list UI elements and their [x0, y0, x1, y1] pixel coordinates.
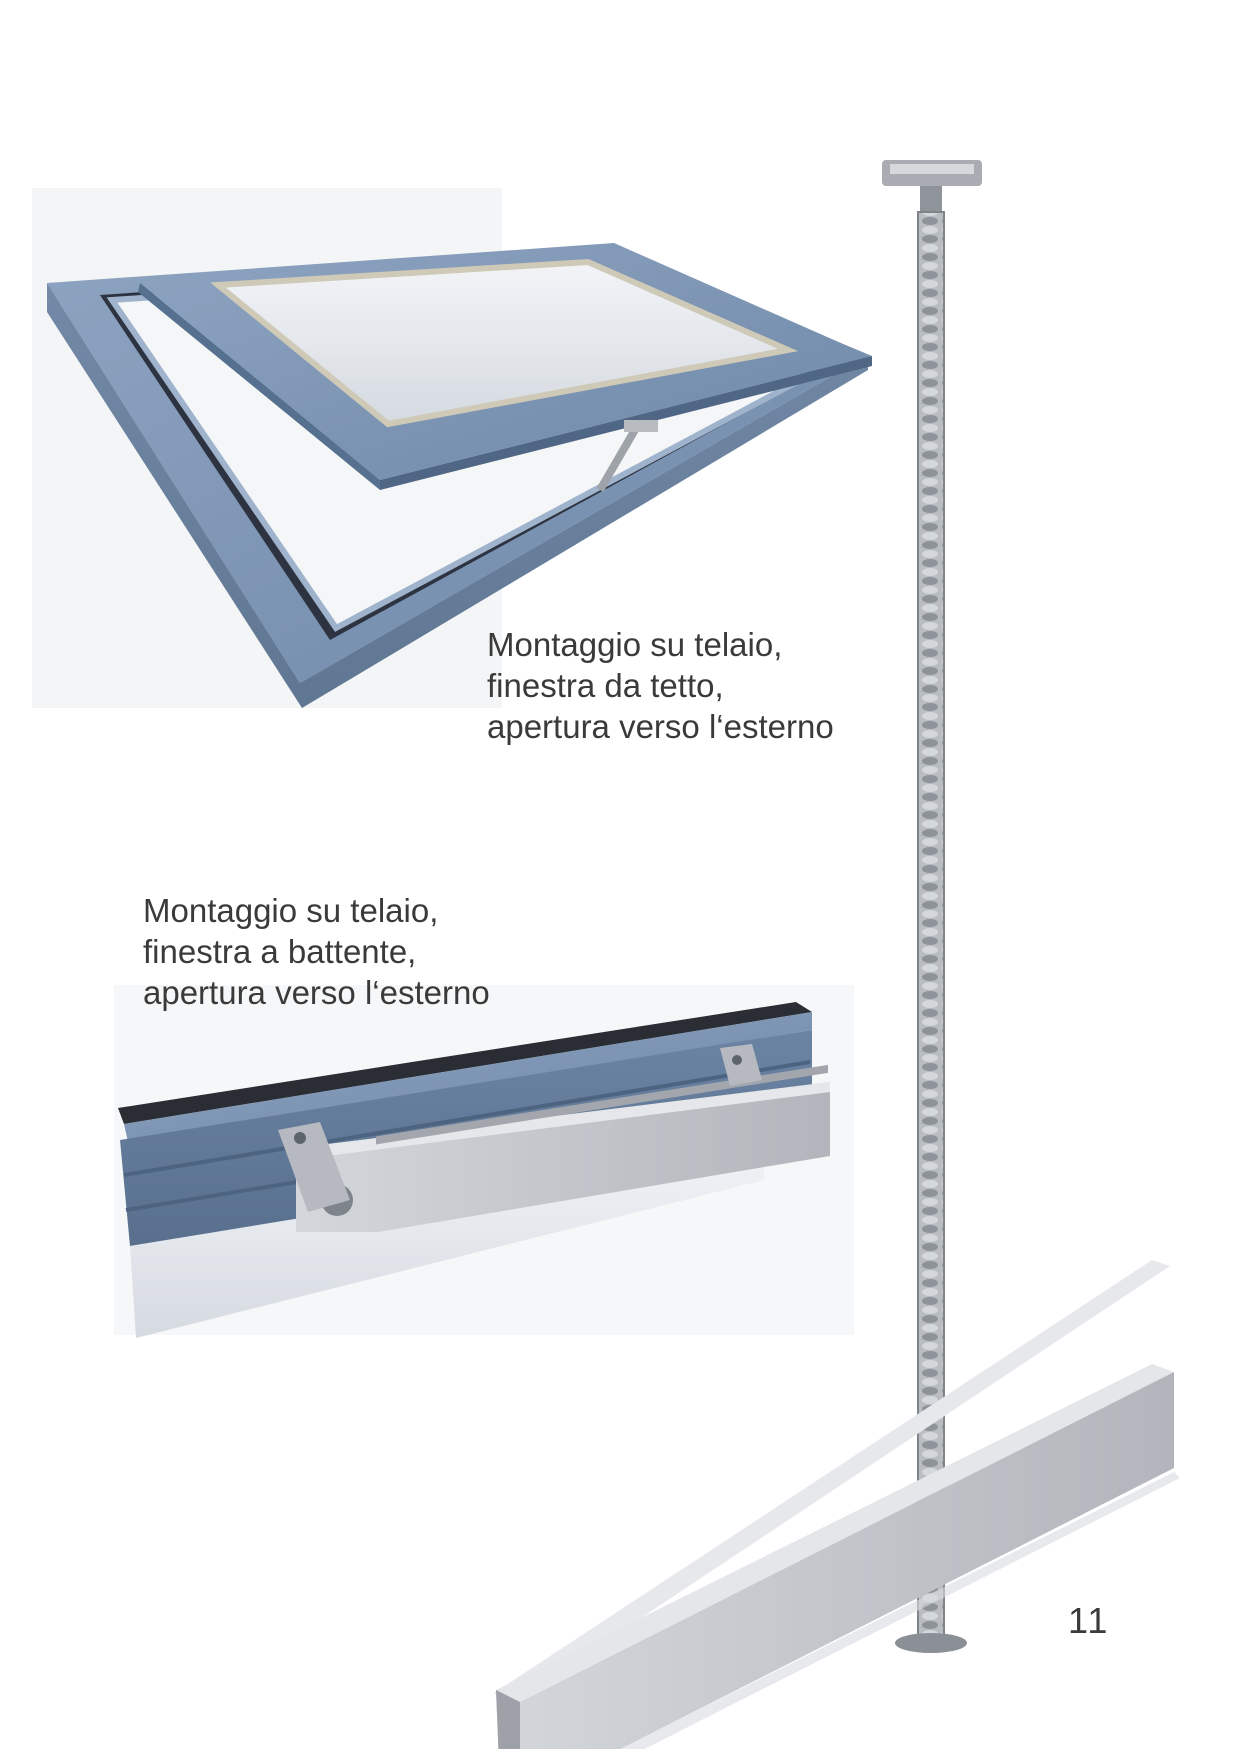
casement-window-caption: Montaggio su telaio, finestra a battente… — [143, 890, 490, 1013]
caption-line: Montaggio su telaio, — [143, 892, 439, 929]
caption-line: finestra a battente, — [143, 933, 417, 970]
page-number: 11 — [1068, 1600, 1110, 1641]
caption-line: Montaggio su telaio, — [487, 626, 783, 663]
roof-window-caption: Montaggio su telaio, finestra da tetto, … — [487, 624, 834, 747]
casement-window-illustration — [114, 985, 854, 1338]
caption-line: apertura verso l‘esterno — [143, 974, 490, 1011]
chain-actuator-illustration — [494, 160, 1180, 1749]
caption-line: apertura verso l‘esterno — [487, 708, 834, 745]
roof-window-illustration — [32, 188, 872, 708]
caption-line: finestra da tetto, — [487, 667, 724, 704]
